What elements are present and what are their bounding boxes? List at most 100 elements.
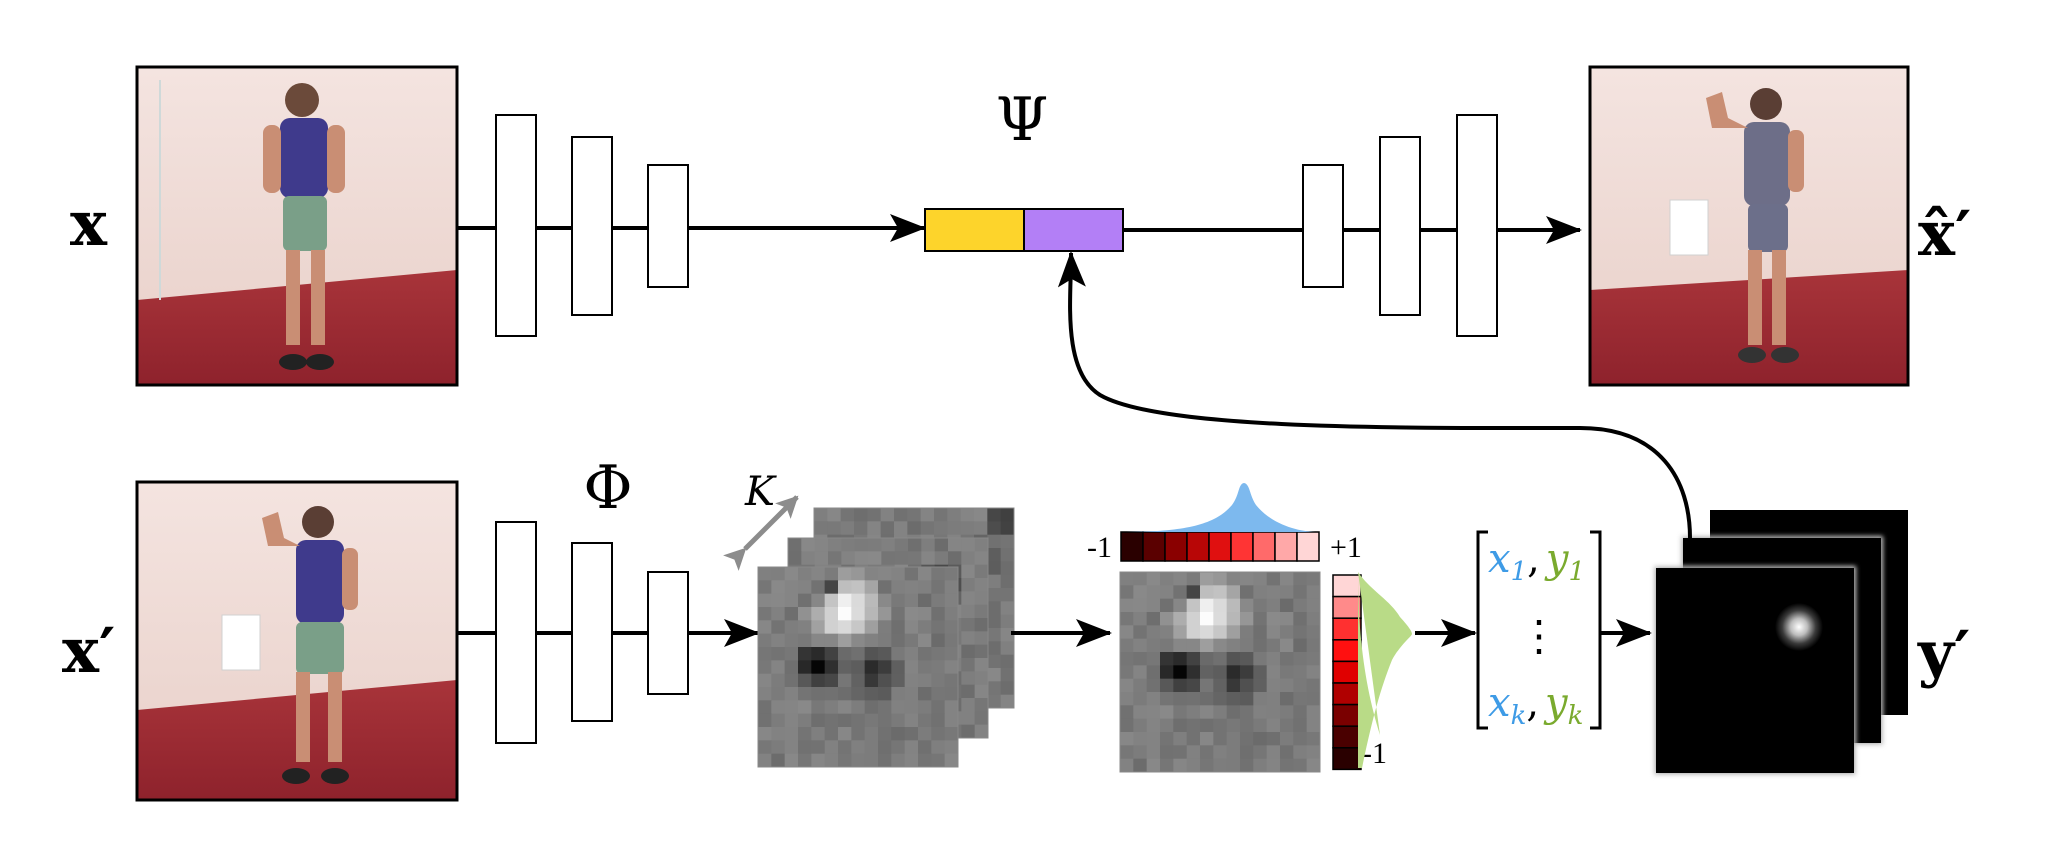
- normalized-map-cell: [1200, 732, 1214, 746]
- feature-map-front-cell: [878, 580, 892, 595]
- reconstruction-photo: [1588, 65, 1910, 387]
- coord-xk: x: [1488, 680, 1511, 726]
- feature-map-front-cell: [918, 740, 932, 755]
- normalized-map-cell: [1186, 678, 1201, 693]
- normalized-map-cell: [1253, 598, 1268, 613]
- feature-map-front-cell: [811, 647, 826, 661]
- feature-map-front-cell: [864, 620, 879, 635]
- normalized-map-cell: [1146, 665, 1161, 680]
- normalized-map-cell: [1146, 598, 1161, 613]
- coord-yk: y: [1543, 680, 1569, 726]
- feature-map-middle-cell: [974, 698, 989, 712]
- feature-map-front-cell: [758, 727, 772, 741]
- feature-map-front-cell: [758, 660, 772, 675]
- normalized-map-cell: [1120, 585, 1134, 600]
- feature-map-front-cell: [864, 567, 879, 581]
- normalized-map-cell: [1293, 612, 1308, 626]
- feature-map-middle-cell: [974, 591, 989, 606]
- feature-map-front-cell: [891, 687, 906, 701]
- normalized-map-cell: [1173, 692, 1188, 706]
- feature-map-back-cell: [840, 508, 855, 522]
- normalized-map-cell: [1293, 625, 1308, 640]
- normalized-map-cell: [1133, 732, 1148, 746]
- normalized-map-cell: [1213, 692, 1228, 706]
- feature-map-front-cell: [784, 740, 799, 755]
- feature-map-middle-cell: [894, 551, 909, 566]
- feature-map-front-cell: [811, 660, 826, 675]
- normalized-map-cell: [1173, 705, 1188, 720]
- normalized-map-cell: [1146, 625, 1161, 640]
- normalized-map-cell: [1280, 612, 1294, 626]
- feature-map-middle-cell: [974, 631, 989, 646]
- normalized-map-cell: [1120, 692, 1134, 706]
- feature-map-middle-cell: [961, 604, 976, 619]
- feature-map-front-cell: [864, 633, 879, 648]
- feature-map-front-cell: [824, 727, 839, 741]
- normalized-map-cell: [1173, 732, 1188, 746]
- feature-map-front-cell: [878, 593, 892, 608]
- keypoint-encoder-layer-1: [495, 521, 537, 744]
- feature-map-middle-cell: [814, 538, 829, 552]
- normalized-map-cell: [1186, 758, 1201, 773]
- feature-map-back-cell: [987, 534, 1002, 549]
- scale-top-cell: [1120, 531, 1144, 562]
- decoder-layer-1: [1302, 164, 1344, 288]
- normalized-map-cell: [1120, 638, 1134, 653]
- normalized-map-cell: [1306, 572, 1321, 586]
- feature-map-front-cell: [771, 633, 786, 648]
- normalized-map-cell: [1173, 718, 1188, 733]
- feature-map-front-cell: [878, 753, 892, 768]
- normalized-map-cell: [1306, 665, 1321, 680]
- feature-map-middle-cell: [961, 551, 976, 566]
- feature-map-front-cell: [811, 700, 826, 715]
- feature-map-front-cell: [891, 580, 906, 595]
- normalized-map-cell: [1173, 758, 1188, 773]
- feature-map-back-cell: [1000, 521, 1015, 536]
- feature-map-front-cell: [851, 567, 866, 581]
- feature-map-front-cell: [864, 673, 879, 688]
- normalized-map-cell: [1266, 718, 1281, 733]
- feature-map-back-cell: [867, 508, 882, 522]
- normalized-map-cell: [1293, 652, 1308, 666]
- feature-map-middle-cell: [881, 551, 896, 566]
- normalized-map-cell: [1186, 612, 1201, 626]
- feature-map-front-cell: [931, 687, 946, 701]
- normalized-map-cell: [1160, 652, 1174, 666]
- feature-map-front-cell: [851, 607, 866, 621]
- feature-map-front-cell: [918, 647, 932, 661]
- coord-comma-1: ,: [1527, 536, 1540, 582]
- normalized-map-cell: [1226, 585, 1241, 600]
- normalized-map-cell: [1240, 758, 1254, 773]
- feature-map-front-cell: [824, 633, 839, 648]
- feature-map-front-cell: [824, 687, 839, 701]
- feature-map-middle-cell: [948, 538, 962, 552]
- feature-map-front-cell: [891, 647, 906, 661]
- feature-map-front-cell: [771, 673, 786, 688]
- feature-map-middle-cell: [961, 591, 976, 606]
- feature-map-front-cell: [904, 647, 919, 661]
- output-x-hat-prime-label: x̂′: [1918, 197, 1971, 270]
- normalized-map-cell: [1280, 758, 1294, 773]
- feature-map-front-cell: [864, 647, 879, 661]
- normalized-map-cell: [1240, 678, 1254, 693]
- feature-map-back-cell: [1000, 681, 1015, 696]
- feature-map-back-cell: [867, 521, 882, 536]
- normalized-map-cell: [1146, 692, 1161, 706]
- normalized-map-cell: [1200, 625, 1214, 640]
- feature-map-front-cell: [784, 700, 799, 715]
- normalized-map-cell: [1173, 665, 1188, 680]
- feature-map-front-cell: [771, 753, 786, 768]
- feature-map-front-cell: [851, 660, 866, 675]
- feature-map-front-cell: [891, 593, 906, 608]
- feature-map-front-cell: [758, 647, 772, 661]
- normalized-map-cell: [1253, 692, 1268, 706]
- normalized-map-cell: [1160, 732, 1174, 746]
- feature-map-front-cell: [931, 580, 946, 595]
- feature-map-front-cell: [811, 713, 826, 728]
- feature-map-front-cell: [771, 713, 786, 728]
- coord-y1: y: [1544, 536, 1570, 582]
- feature-map-back-cell: [840, 521, 855, 536]
- feature-map-front-cell: [824, 607, 839, 621]
- normalized-map-cell: [1146, 705, 1161, 720]
- normalized-map-cell: [1146, 585, 1161, 600]
